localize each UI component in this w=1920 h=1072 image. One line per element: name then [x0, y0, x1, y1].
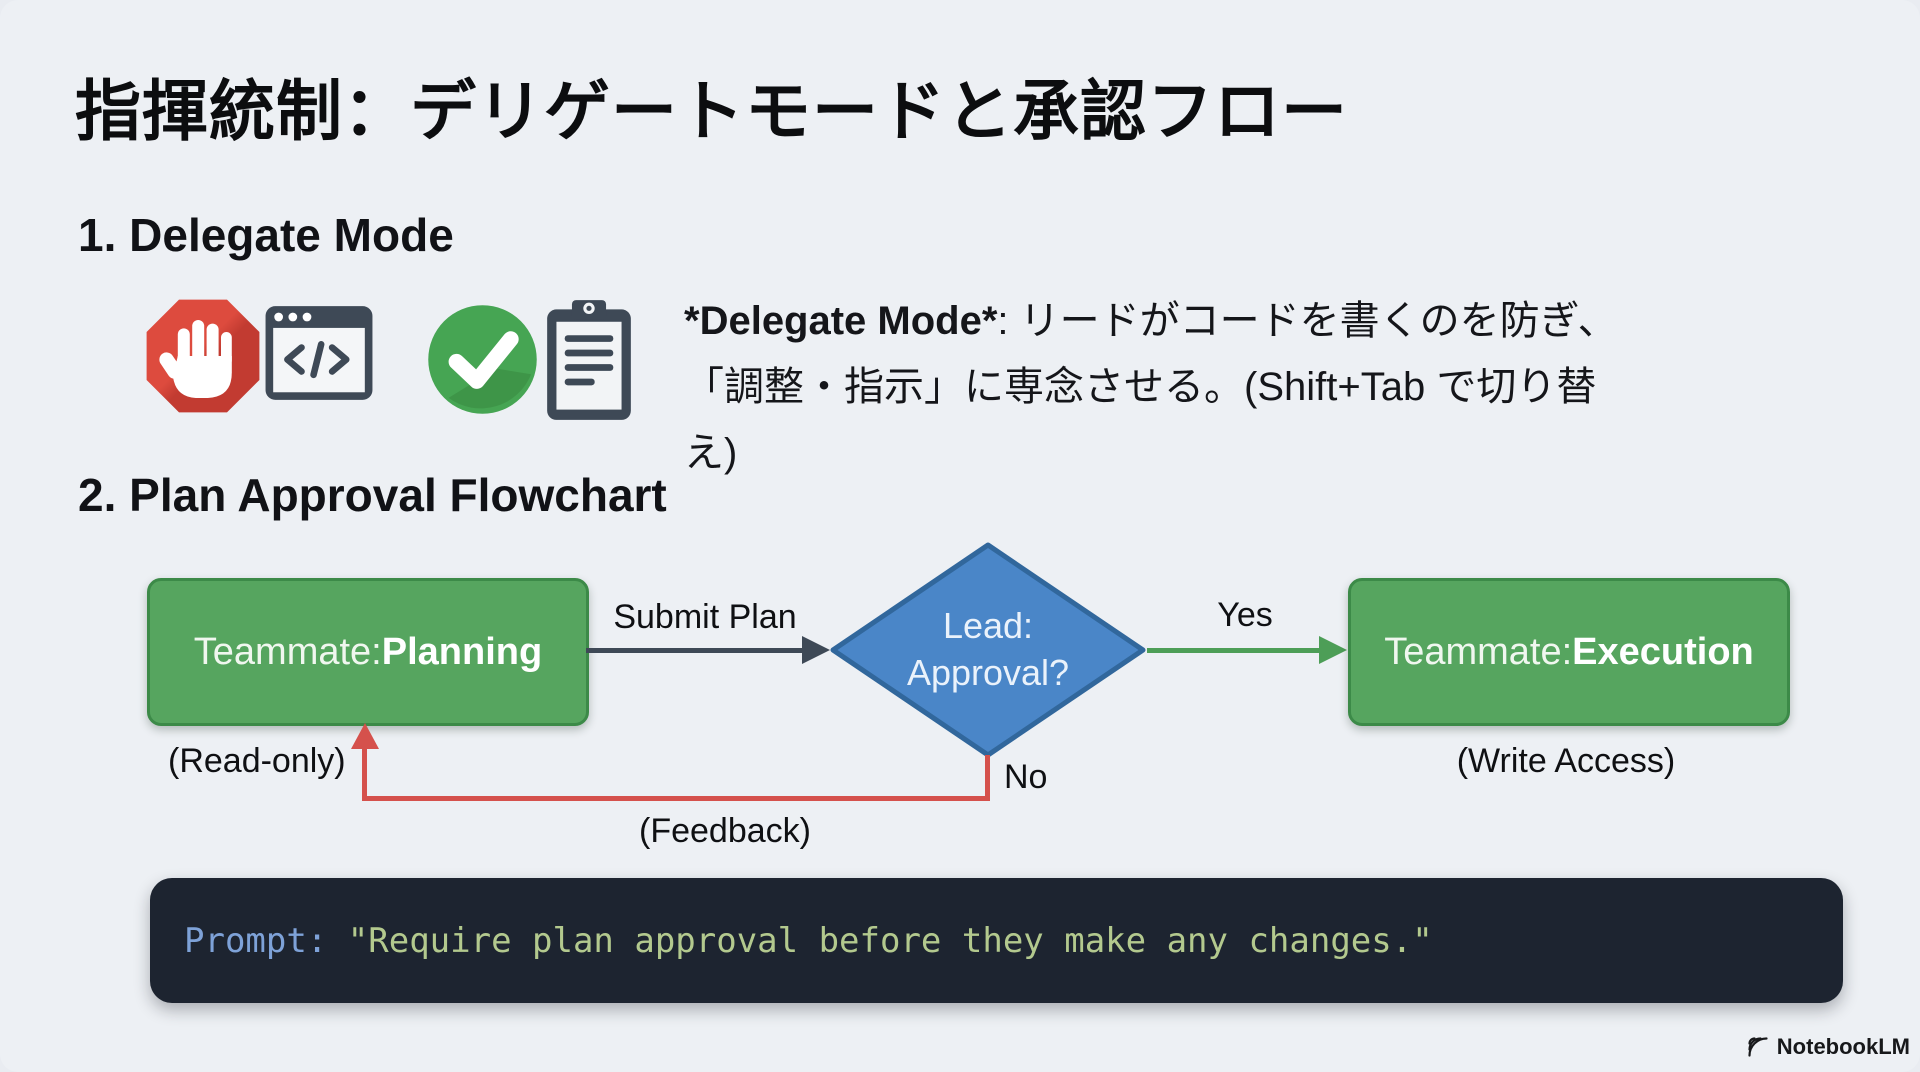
flow-node-decision: Lead: Approval?	[906, 605, 1070, 693]
edge-feedback-line-up	[362, 748, 367, 800]
delegate-mode-term: *Delegate Mode*	[684, 299, 998, 343]
notebooklm-brand-text: NotebookLM	[1776, 1034, 1910, 1059]
edge-yes-line	[1147, 648, 1321, 653]
edge-label-submit-plan: Submit Plan	[613, 598, 797, 636]
delegate-description-line2: 「調整・指示」に専念させる。(Shift+Tab で切り替え)	[684, 365, 1597, 475]
edge-no-line-down	[985, 755, 990, 801]
code-window-icon	[265, 306, 373, 400]
clipboard-icon	[547, 300, 631, 420]
edge-submit-arrowhead	[802, 636, 830, 664]
edge-label-feedback: (Feedback)	[639, 812, 811, 850]
section-delegate-heading: 1. Delegate Mode	[78, 209, 454, 261]
notebooklm-logo-icon	[1748, 1037, 1768, 1057]
prompt-string: "Require plan approval before they make …	[347, 920, 1433, 961]
prompt-key: Prompt:	[184, 920, 328, 961]
stop-hand-icon	[146, 299, 260, 413]
flow-node-planning: Teammate: Planning	[147, 578, 589, 726]
execution-sublabel: (Write Access)	[1456, 742, 1676, 780]
page-title: 指揮統制：デリゲートモードと承認フロー	[75, 74, 1348, 148]
edge-feedback-line	[362, 796, 990, 801]
notebooklm-watermark: NotebookLM	[1746, 1034, 1910, 1060]
edge-yes-arrowhead	[1319, 636, 1347, 664]
edge-submit-line	[586, 648, 804, 653]
delegate-description-line1: *Delegate Mode*: リードがコードを書くのを防ぎ、	[684, 299, 1618, 343]
check-icon	[428, 305, 537, 414]
edge-feedback-arrowhead	[351, 723, 379, 749]
edge-label-yes: Yes	[1217, 596, 1273, 634]
edge-label-no: No	[1004, 758, 1048, 796]
planning-sublabel: (Read-only)	[168, 742, 346, 780]
flow-node-execution: Teammate: Execution	[1348, 578, 1790, 726]
prompt-code-block: Prompt: "Require plan approval before th…	[150, 878, 1843, 1003]
delegate-description: *Delegate Mode*: リードがコードを書くのを防ぎ、 「調整・指示」…	[684, 288, 1644, 486]
section-flowchart-heading: 2. Plan Approval Flowchart	[78, 469, 667, 521]
